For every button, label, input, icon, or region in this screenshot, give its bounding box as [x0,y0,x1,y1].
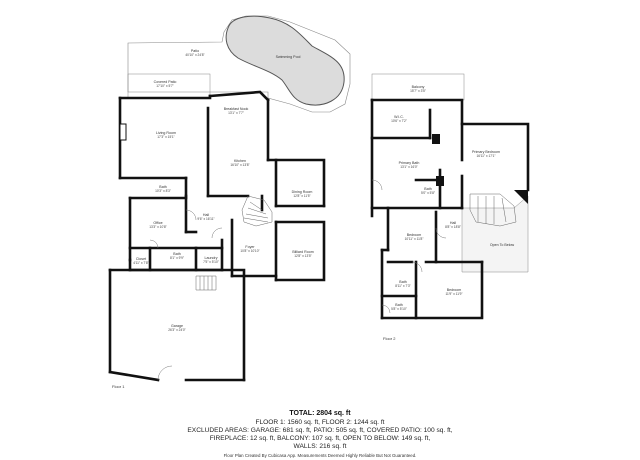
room-dims-primary-bedroom: 16'11" x 17'1" [476,154,495,158]
room-label-primary-bath: Primary Bath [399,161,420,165]
room-dims-primary-bath: 13'1" x 16'0" [400,165,417,169]
room-dims-balcony: 15'7" x 3'5" [410,89,426,93]
room-label-primary-bedroom: Primary Bedroom [472,150,500,154]
room-dims-living-room: 17'3" x 15'1" [157,135,174,139]
summary-line-fireplace: FIREPLACE: 12 sq. ft, BALCONY: 107 sq. f… [209,435,431,442]
room-dims-laundry: 7'5" x 5'10" [203,260,219,264]
floor2-staircase [469,193,517,227]
pool-shape [225,15,345,106]
fireplace [119,123,127,141]
room-label-bath-2a: Bath [424,187,431,191]
room-label-closet: Closet [136,257,146,261]
room-dims-billiard-room: 12'8" x 13'5" [294,254,311,258]
room-label-bath-2c: Bath [395,303,402,307]
corner-fixture [514,190,528,204]
room-label-bath: Bath [159,185,166,189]
room-dims-bath: 10'3" x 8'3" [155,189,171,193]
room-label-foyer: Foyer [245,245,255,249]
floor2-label: Floor 2 [383,336,396,341]
room-dims-bath-2a: 5'0" x 5'8" [421,191,435,195]
room-label-billiard-room: Billiard Room [292,250,313,254]
room-label-patio: Patio [191,49,199,53]
room-dims-garage: 26'3" x 24'0" [168,328,185,332]
room-dims-patio: 40'10" x 24'8" [185,53,204,57]
room-label-balcony: Balcony [412,85,425,89]
floor1-doors [149,209,223,381]
floor2-doors [371,179,447,314]
room-label-bath-small: Bath [173,252,180,256]
room-dims-breakfast-nook: 13'1" x 7'7" [228,111,244,115]
floor1-staircase [195,195,273,291]
floor-plan-drawing: Patio 40'10" x 24'8" Swimming Pool Cover… [108,15,530,389]
patio-outline [127,15,351,113]
room-label-kitchen: Kitchen [234,159,246,163]
room-dims-bath-2b: 8'11" x 7'3" [395,284,410,288]
footer-disclaimer: Floor Plan Created By Cubicasa App. Meas… [223,453,417,458]
room-label-open-below: Open To Below [490,243,515,247]
room-label-covered-patio: Covered Patio [154,80,177,84]
room-dims-bath-2c: 5'8" x 5'10" [391,307,407,311]
room-dims-office: 13'3" x 10'8" [149,225,166,229]
room-label-dining-room: Dining Room [292,190,313,194]
room-label-bedroom-a: Bedroom [407,233,422,237]
room-dims-foyer: 10'8" x 10'10" [240,249,259,253]
room-dims-bath-small: 8'1" x 9'9" [170,256,184,260]
room-dims-bedroom-b: 11'9" x 11'9" [445,292,462,296]
summary-line-excluded: EXCLUDED AREAS: GARAGE: 681 sq. ft, PATI… [187,427,453,434]
room-label-breakfast-nook: Breakfast Nook [224,107,249,111]
summary-line-floors: FLOOR 1: 1560 sq. ft, FLOOR 2: 1244 sq. … [255,419,385,426]
summary-line-walls: WALLS: 216 sq. ft [293,443,347,450]
room-label-hall-2: Hall [450,221,456,225]
room-dims-wic: 10'6" x 7'2" [391,119,407,123]
room-label-office: Office [153,221,162,225]
room-label-laundry: Laundry [205,256,218,260]
room-dims-covered-patio: 17'10" x 5'7" [156,84,173,88]
room-label-living-room: Living Room [156,131,176,135]
summary-block: FLOOR 1: 1560 sq. ft, FLOOR 2: 1244 sq. … [0,419,640,451]
floor1-walls [108,90,326,382]
room-dims-kitchen: 16'10" x 13'8" [230,163,249,167]
floor1-label: Floor 1 [112,384,125,389]
room-label-hall: Hall [203,213,209,217]
room-dims-dining-room: 12'8" x 11'5" [293,194,310,198]
floor2-walls [370,98,530,320]
room-label-pool: Swimming Pool [276,55,301,59]
room-dims-hall: 9'6" x 16'11" [197,217,214,221]
room-label-wic: W.I.C. [394,115,404,119]
total-area: TOTAL: 2804 sq. ft [289,410,351,417]
room-dims-hall-2: 8'8" x 18'8" [445,225,461,229]
room-label-garage: Garage [171,324,183,328]
room-dims-bedroom-a: 10'11" x 11'8" [405,237,424,241]
stair-fixture [436,176,444,186]
room-label-bath-2b: Bath [399,280,406,284]
open-to-below-area [461,195,529,273]
room-label-bedroom-b: Bedroom [447,288,462,292]
room-dims-closet: 4'11" x 7'8" [133,261,148,265]
wic-fixture [432,134,440,144]
